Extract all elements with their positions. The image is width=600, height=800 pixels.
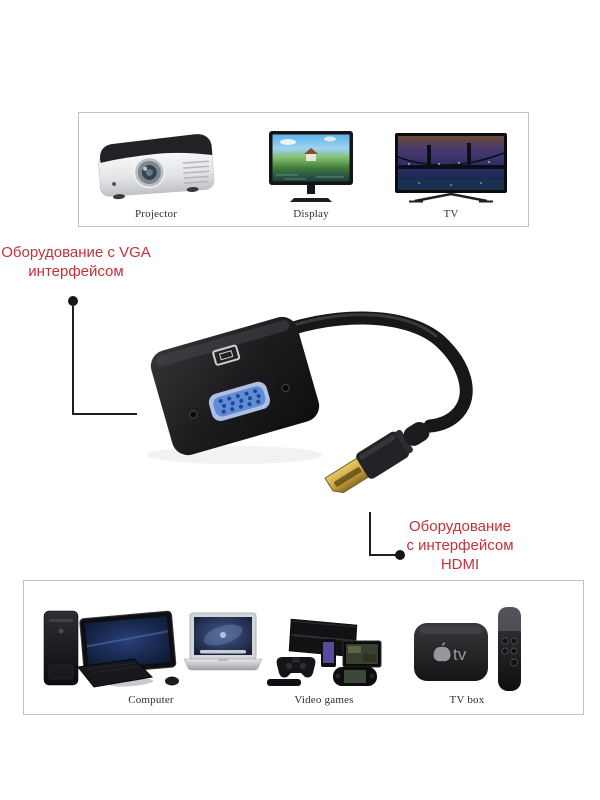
vga-callout-dot: [68, 296, 78, 306]
device-label-computer: Computer: [128, 694, 174, 706]
vga-callout-line2: интерфейсом: [28, 263, 124, 280]
hdmi-callout-line3: HDMI: [440, 556, 480, 573]
apple-tv-logo-text: tv: [453, 645, 467, 664]
vga-connector: [150, 316, 320, 456]
device-display: Display: [241, 119, 381, 221]
vga-callout-text: Оборудование с VGA интерфейсом: [0, 243, 152, 281]
device-computer: Computer: [36, 589, 266, 707]
device-label-projector: Projector: [134, 208, 178, 220]
remote-icon: [498, 607, 521, 691]
vga-callout-line-vertical: [72, 303, 74, 415]
hdmi-callout-line-vertical: [369, 512, 371, 556]
device-tv: TV: [381, 119, 521, 221]
device-label-display: Display: [293, 208, 329, 220]
monitor-glyph-icon: [212, 344, 241, 366]
hdmi-callout-dot: [395, 550, 405, 560]
hdmi-plug: [324, 421, 430, 494]
hdmi-devices-panel: Computer Video games: [23, 580, 584, 715]
hdmi-callout-line-horizontal: [369, 554, 397, 556]
tv-box-icon: tv: [414, 607, 521, 691]
vga-devices-panel: Projector: [78, 112, 529, 227]
video-games-icon: [267, 618, 382, 686]
computer-icon: [43, 610, 263, 688]
projector-icon: [98, 134, 215, 200]
hdmi-callout-line1: Оборудование: [408, 518, 512, 535]
tv-icon: [395, 133, 507, 203]
device-label-tv-box: TV box: [449, 694, 485, 706]
device-video-games: Video games: [264, 589, 384, 707]
device-projector: Projector: [86, 119, 226, 221]
vga-port: [189, 381, 290, 421]
apple-logo-icon: [433, 642, 451, 662]
display-icon: [269, 131, 353, 202]
device-label-tv: TV: [443, 208, 459, 220]
adapter-shadow: [147, 446, 323, 464]
device-tv-box: tv TV box: [402, 589, 532, 707]
hdmi-to-vga-adapter-image: [147, 311, 473, 494]
vga-callout-line-horizontal: [72, 413, 137, 415]
hdmi-callout-line2: с интерфейсом: [406, 537, 514, 554]
hdmi-callout-text: Оборудование с интерфейсом HDMI: [398, 517, 522, 574]
vga-callout-line1: Оборудование с VGA: [1, 244, 151, 261]
device-label-video-games: Video games: [294, 694, 354, 706]
